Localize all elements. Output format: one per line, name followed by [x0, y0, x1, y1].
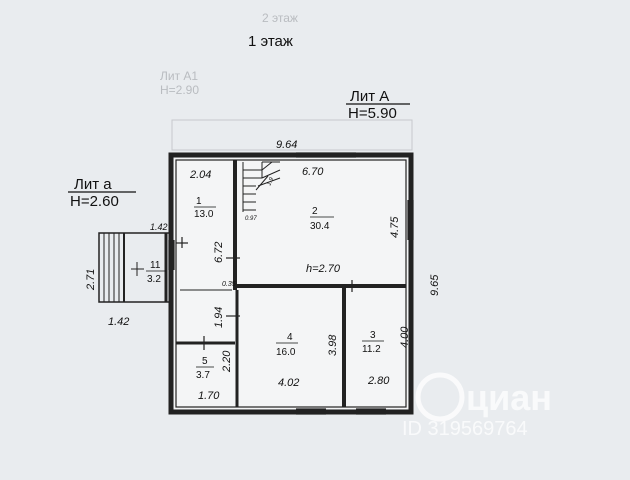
lit-small-label: Лит а: [74, 176, 112, 193]
dim-stair: 1.9: [266, 176, 275, 187]
staircase: [242, 161, 281, 212]
dim-top-total: 9.64: [276, 139, 297, 151]
dim-room3-depth: 4.00: [399, 326, 411, 348]
dim-room4-depth: 3.98: [327, 334, 339, 356]
dim-room2-width: 6.70: [302, 166, 324, 178]
ghost-lit-a1: Лит А1: [160, 69, 198, 83]
room-11-label: 11 3.2: [146, 260, 166, 285]
dim-porch-height: 2.71: [85, 269, 97, 291]
room-4-label: 4 16.0: [276, 332, 298, 358]
dim-room3-width: 2.80: [367, 375, 390, 387]
ghost-floor-label: 2 этаж: [262, 11, 298, 25]
dim-room1-width: 2.04: [189, 169, 211, 181]
dim-room5-depth: 2.20: [221, 350, 233, 373]
porch: [98, 232, 172, 303]
room-5-number: 5: [202, 356, 208, 367]
lit-a-label: Лит А: [350, 88, 389, 105]
watermark-logo-icon: [415, 372, 465, 422]
watermark-id: ID 319569764: [402, 418, 528, 440]
dim-ceiling: h=2.70: [306, 263, 341, 275]
room-1-label: 1 13.0: [194, 196, 216, 220]
room-3-area: 11.2: [362, 344, 381, 355]
room-2-number: 2: [312, 206, 318, 217]
room-2-area: 30.4: [310, 221, 330, 232]
dim-porch-top: 1.42: [150, 222, 168, 232]
floor-title: 1 этаж: [248, 33, 293, 50]
lit-small-height: H=2.60: [70, 193, 119, 210]
outer-wall-line: [175, 159, 407, 408]
room-1-number: 1: [196, 196, 202, 207]
watermark-brand: циан: [466, 377, 552, 418]
room-3-number: 3: [370, 330, 376, 341]
dim-room5-width: 1.70: [198, 390, 220, 402]
room-1-area: 13.0: [194, 209, 214, 220]
dim-room2-depth: 4.75: [389, 216, 401, 238]
watermark: циан ID 319569764: [402, 372, 552, 440]
dim-corridor: 1.94: [213, 307, 225, 328]
dim-wall-a: 0.35: [222, 281, 236, 288]
room-2-label: 2 30.4: [310, 206, 334, 232]
dim-room1-length: 6.72: [213, 242, 225, 263]
room-4-area: 16.0: [276, 347, 296, 358]
interior-walls: [176, 160, 406, 407]
lit-a-height: H=5.90: [348, 105, 397, 122]
ghost-lit-a1-height: H=2.90: [160, 83, 199, 97]
room-4-number: 4: [287, 332, 293, 343]
room-11-number: 11: [150, 260, 161, 271]
dim-wall-b: 0.97: [245, 216, 257, 222]
room-11-area: 3.2: [147, 274, 161, 285]
openings: [168, 152, 414, 415]
dim-porch-width: 1.42: [108, 316, 129, 328]
dim-room4-width: 4.02: [278, 377, 299, 389]
ghost-outline: [171, 119, 413, 151]
dim-right-total: 9.65: [429, 274, 441, 296]
room-5-label: 5 3.7: [196, 356, 214, 381]
room-5-area: 3.7: [196, 370, 210, 381]
room-3-label: 3 11.2: [362, 330, 384, 355]
